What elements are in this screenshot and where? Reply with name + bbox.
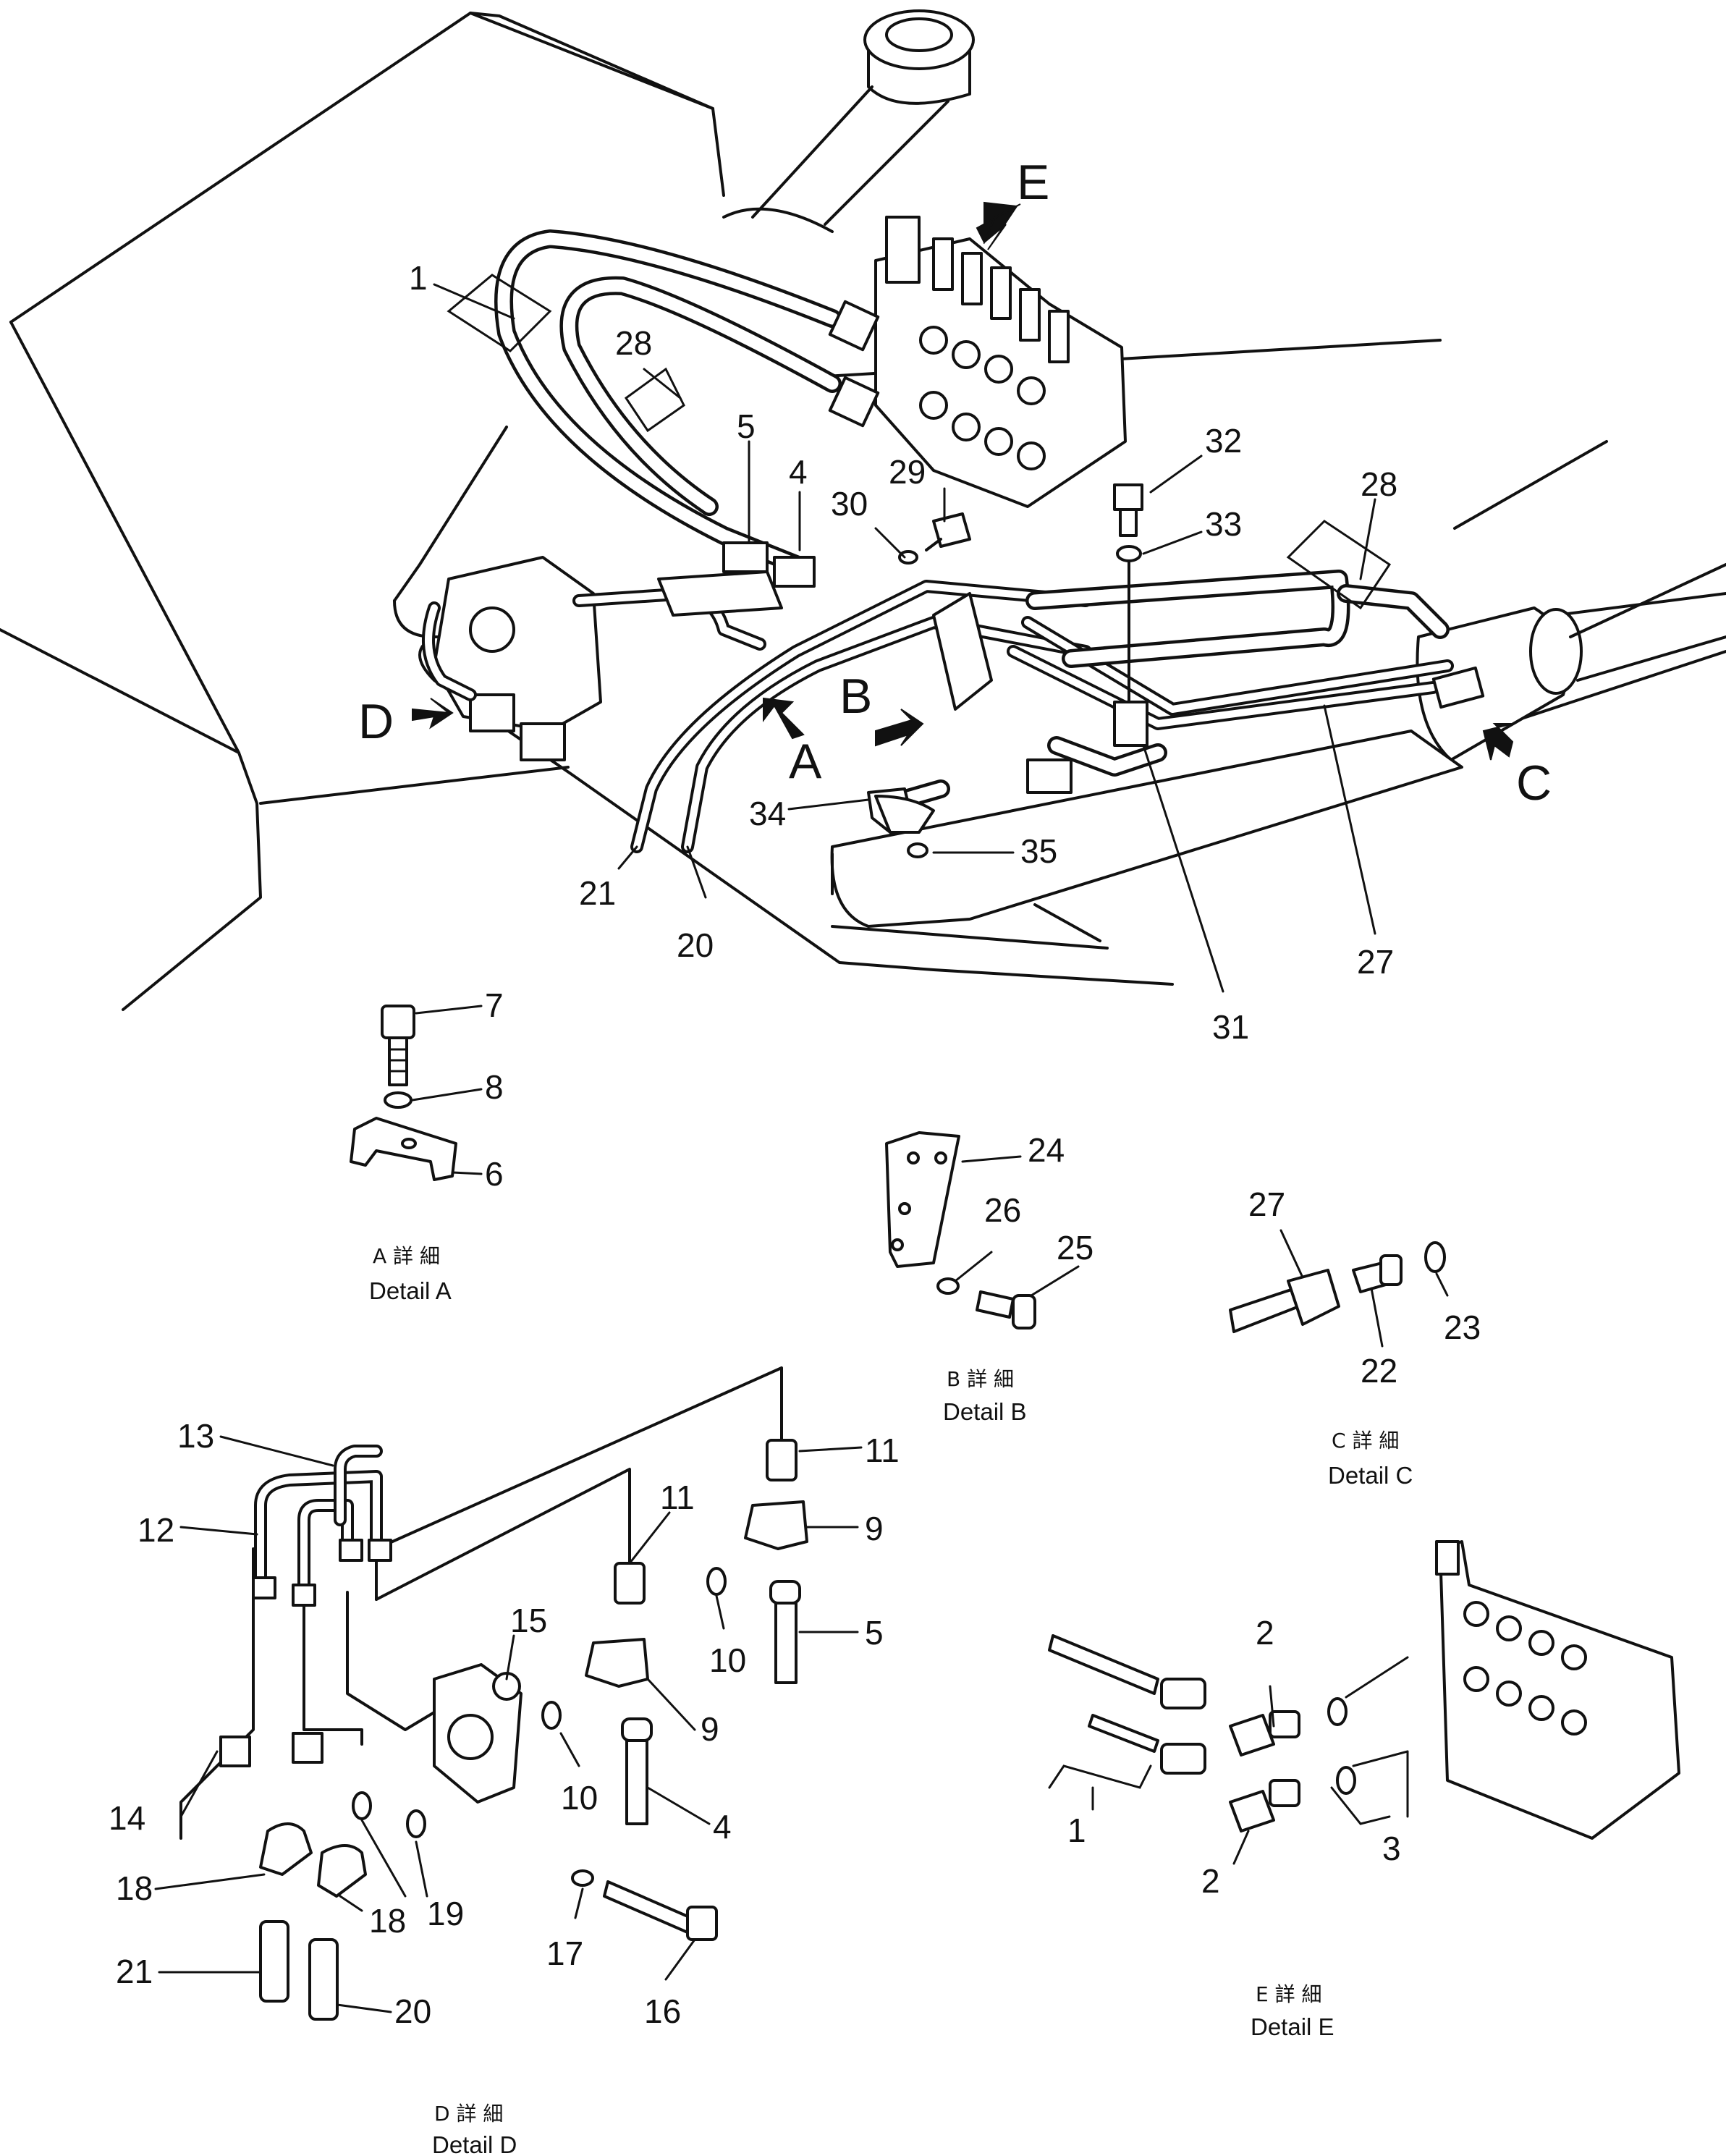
bolt-29 — [898, 512, 971, 565]
callout-21-detail-d: 21 — [116, 1953, 153, 1990]
swing-cylinder — [1416, 563, 1726, 761]
callout-10b: 10 — [561, 1779, 598, 1817]
boom-foot-bracket — [722, 9, 975, 233]
callout-28b: 28 — [1361, 465, 1397, 503]
machine-frame-outline — [0, 12, 1726, 1011]
caption-d-jp: D 詳 細 — [434, 2102, 503, 2126]
arrow-E — [983, 201, 1018, 250]
callout-4: 4 — [789, 453, 808, 491]
leader-lines-main — [433, 283, 1376, 993]
callout-11b: 11 — [660, 1479, 695, 1516]
detail-c-parts — [1229, 1229, 1449, 1348]
view-letter-A: A — [789, 734, 822, 789]
callout-7: 7 — [485, 986, 504, 1024]
callout-28: 28 — [615, 324, 652, 362]
callout-29: 29 — [889, 453, 926, 491]
callout-16: 16 — [644, 1992, 681, 2030]
detail-b-parts — [885, 1131, 1080, 1329]
bracket-4-5 — [657, 541, 816, 617]
hose-loop-1 — [494, 229, 880, 574]
callout-8: 8 — [485, 1068, 504, 1106]
arrow-C — [1482, 723, 1514, 761]
callout-9b: 9 — [701, 1710, 719, 1748]
label-brackets-main — [447, 274, 1392, 610]
callout-15: 15 — [510, 1602, 547, 1639]
callout-24: 24 — [1028, 1131, 1065, 1169]
detail-a-parts — [350, 1005, 483, 1181]
view-letter-C: C — [1516, 756, 1552, 811]
caption-a-en: Detail A — [369, 1277, 452, 1304]
callout-1-detail-e: 1 — [1067, 1812, 1086, 1849]
callout-31: 31 — [1212, 1008, 1249, 1046]
callout-30: 30 — [831, 485, 868, 523]
callout-27: 27 — [1357, 943, 1394, 981]
callout-1: 1 — [409, 259, 428, 297]
view-letter-B: B — [839, 669, 872, 724]
view-letter-E: E — [1017, 155, 1049, 210]
callout-17: 17 — [546, 1935, 583, 1972]
arrow-A — [763, 697, 805, 740]
callout-2a: 2 — [1256, 1614, 1274, 1652]
callout-20-detail-d: 20 — [394, 1992, 431, 2030]
callout-18b: 18 — [369, 1902, 406, 1940]
callout-14: 14 — [109, 1799, 145, 1837]
callout-19: 19 — [427, 1895, 464, 1932]
pilot-pipes-A — [630, 580, 1454, 853]
callout-4-detail-d: 4 — [713, 1808, 732, 1846]
callout-32: 32 — [1205, 422, 1242, 460]
elbow-34 — [874, 795, 935, 858]
caption-a-jp: A 詳 細 — [373, 1244, 440, 1268]
hoses-to-cylinder — [867, 570, 1485, 834]
arrow-D — [412, 698, 454, 730]
callout-23: 23 — [1444, 1309, 1481, 1346]
callout-21: 21 — [579, 874, 616, 912]
callout-13: 13 — [177, 1417, 214, 1455]
callout-5-detail-d: 5 — [865, 1614, 884, 1652]
arrow-B — [875, 709, 924, 747]
callout-27-detail-c: 27 — [1248, 1185, 1285, 1223]
view-letter-D: D — [358, 694, 394, 749]
detail-d-parts — [154, 1366, 863, 2021]
callout-35: 35 — [1020, 832, 1057, 870]
control-valve-body — [874, 216, 1127, 508]
caption-b-jp: B 詳 細 — [947, 1367, 1014, 1391]
caption-d-en: Detail D — [432, 2131, 517, 2156]
callout-2b: 2 — [1201, 1862, 1220, 1900]
callout-25: 25 — [1057, 1229, 1093, 1267]
clamp-b — [932, 592, 993, 711]
callout-10a: 10 — [709, 1641, 746, 1679]
view-arrows — [412, 201, 1514, 761]
caption-c-jp: C 詳 細 — [1332, 1429, 1399, 1453]
callout-3: 3 — [1382, 1830, 1401, 1867]
caption-c-en: Detail C — [1328, 1462, 1413, 1489]
callout-12: 12 — [138, 1511, 174, 1549]
bottom-plate — [830, 730, 1463, 928]
caption-e-jp: E 詳 細 — [1256, 1982, 1322, 2006]
caption-b-en: Detail B — [943, 1398, 1027, 1425]
callout-11a: 11 — [865, 1432, 900, 1469]
detail-e-parts — [1048, 1540, 1680, 1865]
caption-e-en: Detail E — [1251, 2013, 1334, 2040]
callout-26: 26 — [984, 1191, 1021, 1229]
callout-22: 22 — [1361, 1352, 1397, 1390]
callout-9a: 9 — [865, 1510, 884, 1547]
callout-20: 20 — [677, 926, 714, 964]
bolt-32 — [1113, 483, 1143, 703]
callout-34: 34 — [749, 795, 786, 832]
callout-6: 6 — [485, 1155, 504, 1193]
callout-5: 5 — [737, 407, 756, 445]
clamp-31 — [1113, 701, 1148, 747]
callout-18a: 18 — [116, 1869, 153, 1907]
callout-33: 33 — [1205, 505, 1242, 543]
